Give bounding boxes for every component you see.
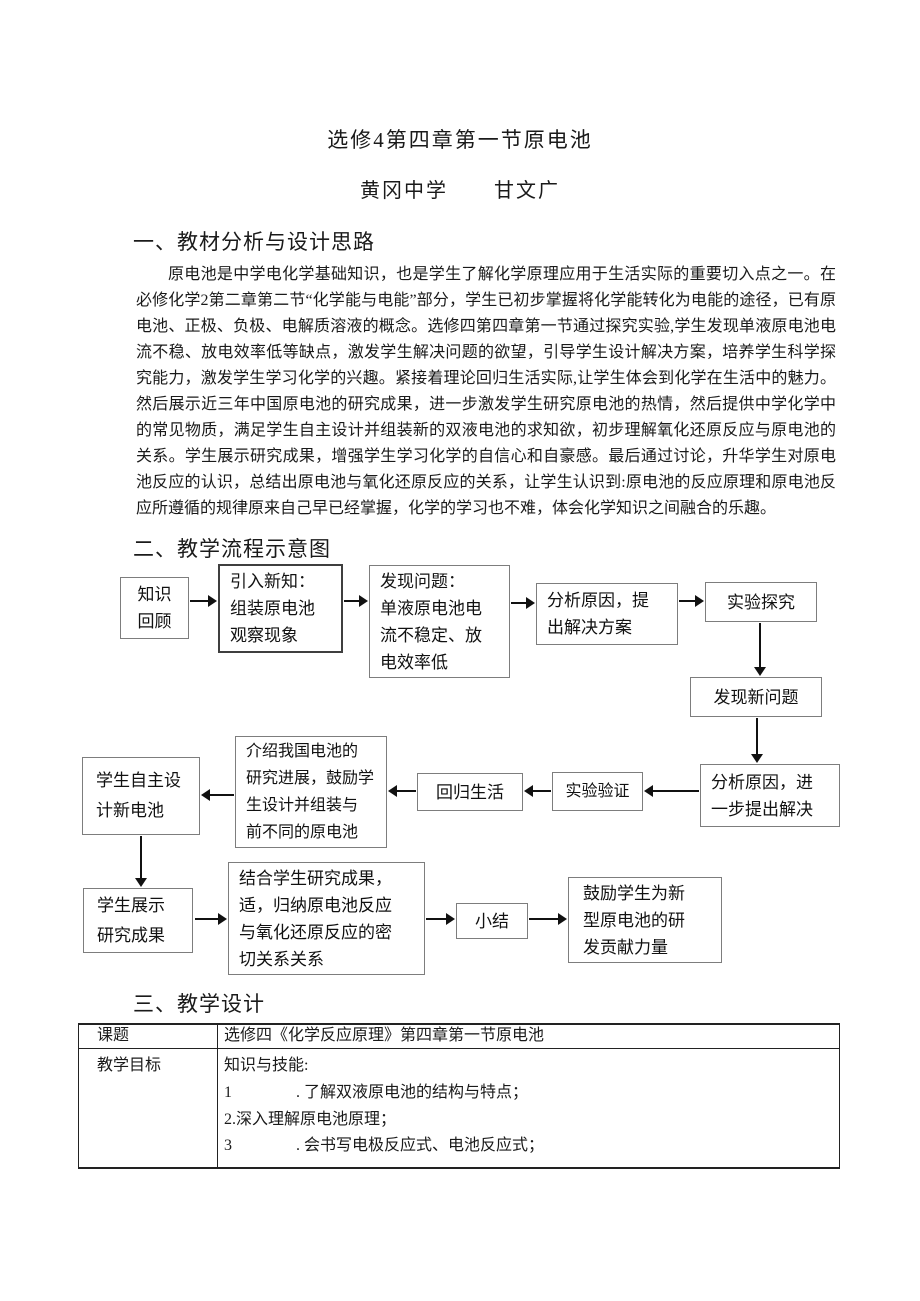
arrow-head-icon (695, 595, 704, 607)
arrow-head-icon (446, 913, 455, 925)
flow-box-introduce-new: 引入新知： 组装原电池 观察现象 (218, 564, 343, 653)
flow-arrow-right (190, 595, 217, 607)
arrow-shaft (195, 918, 219, 920)
byline: 黄冈中学 甘文广 (0, 174, 920, 203)
flow-box-text: 小结 (475, 911, 509, 931)
material-analysis-paragraph: 原电池是中学电化学基础知识，也是学生了解化学原理应用于生活实际的重要切入点之一。… (136, 266, 836, 517)
arrow-shaft (426, 918, 447, 920)
arrow-shaft (511, 602, 527, 604)
cell-text: 课题 (97, 1027, 130, 1044)
flow-box-experiment-verify: 实验验证 (552, 772, 643, 811)
flow-box-find-new-problem: 发现新问题 (690, 677, 822, 717)
arrow-shaft (190, 600, 209, 602)
page-title: 选修4第四章第一节原电池 (327, 128, 593, 152)
table-cell-topic-label: 课题 (79, 1025, 218, 1048)
flow-box-combine-results: 结合学生研究成果， 适，归纳原电池反应 与氧化还原反应的密 切关系关系 (228, 862, 425, 975)
flow-box-encourage: 鼓励学生为新 型原电池的研 发贡献力量 (568, 877, 722, 963)
arrow-head-icon (644, 785, 653, 797)
arrow-head-icon (754, 667, 766, 676)
flow-arrow-right (426, 913, 455, 925)
arrow-shaft (652, 790, 699, 792)
flow-box-student-present: 学生展示 研究成果 (83, 888, 193, 953)
section-heading-flowchart: 二、教学流程示意图 (133, 537, 331, 561)
flow-box-return-to-life: 回归生活 (417, 773, 523, 811)
arrow-shaft (209, 794, 234, 796)
table-row-topic: 课题 选修四《化学反应原理》第四章第一节原电池 (79, 1025, 839, 1048)
arrow-head-icon (751, 754, 763, 763)
arrow-shaft (344, 600, 360, 602)
flow-arrow-left (524, 785, 551, 797)
flow-arrow-left (388, 785, 416, 797)
byline-author: 甘文广 (494, 180, 560, 202)
flow-box-text: 知识 回顾 (137, 585, 172, 631)
flow-box-summary: 小结 (456, 903, 528, 939)
arrow-head-icon (558, 913, 567, 925)
flow-arrow-right (195, 913, 227, 925)
arrow-shaft (532, 790, 551, 792)
flow-arrow-right (529, 913, 567, 925)
flow-box-text: 实验探究 (727, 592, 795, 612)
flow-arrow-left (644, 785, 699, 797)
arrow-head-icon (218, 913, 227, 925)
cell-text: 知识与技能: 1 . 了解双液原电池的结构与特点； 2.深入理解原电池原理； 3… (224, 1057, 545, 1155)
table-row-goals: 教学目标 知识与技能: 1 . 了解双液原电池的结构与特点； 2.深入理解原电池… (79, 1048, 839, 1167)
flow-box-text: 介绍我国电池的 研究进展，鼓励学 生设计并组装与 前不同的原电池 (246, 743, 375, 841)
arrow-shaft (759, 623, 761, 668)
flow-box-text: 学生展示 研究成果 (97, 895, 165, 945)
arrow-head-icon (359, 595, 368, 607)
flow-box-text: 鼓励学生为新 型原电池的研 发贡献力量 (583, 883, 685, 957)
flow-box-knowledge-review: 知识 回顾 (120, 577, 189, 639)
flow-arrow-right (344, 595, 368, 607)
flow-box-text: 实验验证 (565, 783, 630, 800)
flow-box-text: 分析原因，进 一步提出解决 (711, 772, 813, 819)
cell-text: 教学目标 (97, 1057, 162, 1074)
arrow-head-icon (526, 597, 535, 609)
flow-box-introduce-china: 介绍我国电池的 研究进展，鼓励学 生设计并组装与 前不同的原电池 (235, 736, 387, 848)
table-cell-topic-value: 选修四《化学反应原理》第四章第一节原电池 (218, 1025, 839, 1048)
byline-school: 黄冈中学 (360, 180, 448, 202)
flow-box-text: 发现新问题 (713, 687, 799, 707)
arrow-shaft (756, 718, 758, 755)
arrow-head-icon (208, 595, 217, 607)
flow-box-text: 分析原因，提 出解决方案 (547, 591, 649, 637)
arrow-head-icon (135, 878, 147, 887)
arrow-shaft (529, 918, 559, 920)
arrow-head-icon (388, 785, 397, 797)
flow-arrow-down (135, 836, 147, 887)
arrow-head-icon (524, 785, 533, 797)
teaching-design-table: 课题 选修四《化学反应原理》第四章第一节原电池 教学目标 知识与技能: 1 . … (78, 1023, 840, 1169)
flow-arrow-left (201, 789, 234, 801)
section-heading-teaching-design: 三、教学设计 (133, 992, 265, 1016)
flow-box-text: 结合学生研究成果， 适，归纳原电池反应 与氧化还原反应的密 切关系关系 (239, 868, 392, 969)
flow-arrow-right (679, 595, 704, 607)
flow-box-analyze-propose: 分析原因，提 出解决方案 (536, 583, 678, 645)
flow-arrow-down (751, 718, 763, 763)
flow-box-analyze-further: 分析原因，进 一步提出解决 (700, 764, 840, 827)
section-heading-material-analysis: 一、教材分析与设计思路 (133, 230, 375, 254)
arrow-shaft (396, 790, 416, 792)
flow-arrow-right (511, 597, 535, 609)
table-cell-goals-value: 知识与技能: 1 . 了解双液原电池的结构与特点； 2.深入理解原电池原理； 3… (218, 1049, 839, 1167)
flow-box-text: 学生自主设 计新电池 (96, 771, 181, 820)
arrow-head-icon (201, 789, 210, 801)
flow-arrow-down (754, 623, 766, 676)
flow-box-text: 引入新知： 组装原电池 观察现象 (230, 572, 315, 645)
arrow-shaft (140, 836, 142, 879)
flow-box-experiment-explore: 实验探究 (705, 582, 817, 622)
flow-box-text: 回归生活 (436, 782, 504, 802)
flow-box-text: 发现问题： 单液原电池电 流不稳定、放 电效率低 (380, 571, 482, 672)
arrow-shaft (679, 600, 696, 602)
cell-text: 选修四《化学反应原理》第四章第一节原电池 (224, 1027, 545, 1044)
table-cell-goals-label: 教学目标 (79, 1049, 218, 1167)
flow-box-student-design: 学生自主设 计新电池 (82, 757, 200, 835)
flow-box-find-problem: 发现问题： 单液原电池电 流不稳定、放 电效率低 (369, 565, 510, 678)
